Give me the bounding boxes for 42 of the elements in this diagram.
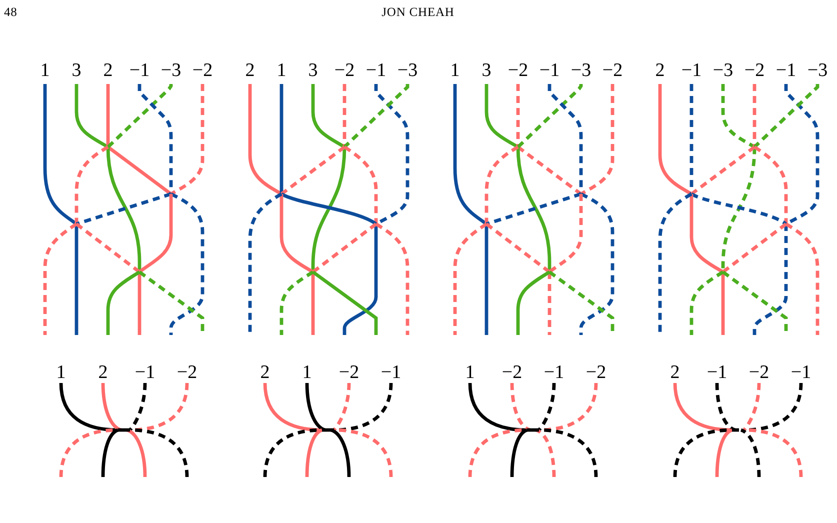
strand-label: 3 <box>482 61 492 81</box>
strand-label: −1 <box>544 363 564 383</box>
strand-label: −2 <box>192 61 213 81</box>
strand-label: −1 <box>790 363 812 383</box>
strand-label: −3 <box>807 61 828 81</box>
strand-label: 1 <box>302 363 312 383</box>
strand-label: 1 <box>465 363 475 383</box>
strand-label: −2 <box>176 363 198 383</box>
strand-label: −1 <box>706 363 728 383</box>
strand-label: −1 <box>380 363 402 383</box>
strand-label: −1 <box>681 61 702 81</box>
strand-label: 2 <box>103 61 113 81</box>
strand-label: −2 <box>508 61 528 81</box>
strand-label: −2 <box>338 363 360 383</box>
strand-label: 1 <box>40 61 50 81</box>
strand-label: −1 <box>134 363 156 383</box>
strand-label: 2 <box>98 363 108 383</box>
strand-label: −2 <box>502 363 522 383</box>
strand-label: −3 <box>712 61 734 81</box>
strand-label: 3 <box>72 61 82 81</box>
strand-label: −1 <box>539 61 560 81</box>
strand-label: −2 <box>748 363 770 383</box>
strand-label: −3 <box>570 61 592 81</box>
page-number: 48 <box>4 5 18 19</box>
strand-label: −2 <box>744 61 765 81</box>
strand-label: −3 <box>397 61 418 81</box>
strand-label: 2 <box>245 61 255 81</box>
strand-label: 1 <box>276 61 286 81</box>
strand-label: −1 <box>129 61 150 81</box>
strand-label: −2 <box>334 61 355 81</box>
strand-label: −1 <box>776 61 796 81</box>
strand-label: 1 <box>56 363 66 383</box>
running-header: JON CHEAH <box>382 5 454 19</box>
strand-label: −1 <box>366 61 386 81</box>
strand-label: 2 <box>655 61 665 81</box>
strand-label: −3 <box>160 61 182 81</box>
strand-label: 3 <box>308 61 318 81</box>
strand-label: −2 <box>602 61 623 81</box>
strand-label: 2 <box>260 363 270 383</box>
strand-label: 2 <box>670 363 680 383</box>
strand-label: 1 <box>450 61 460 81</box>
strand-label: −2 <box>586 363 606 383</box>
